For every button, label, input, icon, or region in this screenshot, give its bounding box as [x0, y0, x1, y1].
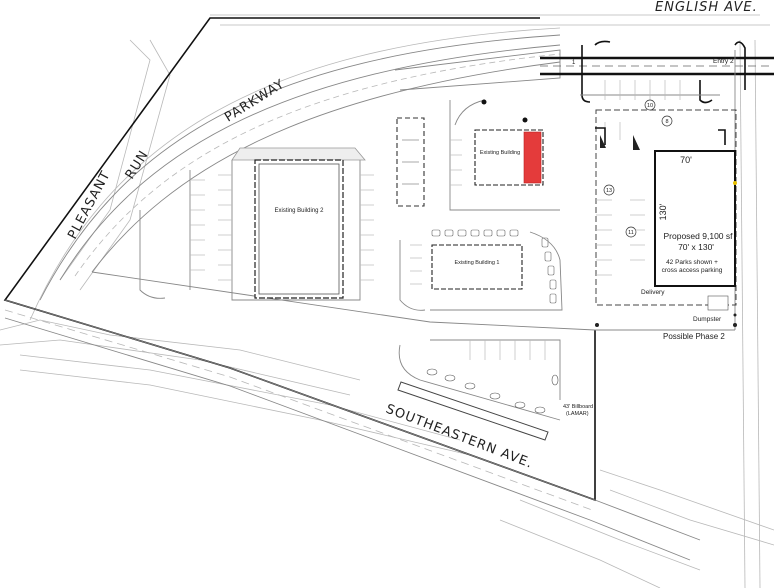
- existing-building-top-label: Existing Building: [480, 150, 520, 156]
- existing-building-1-label: Existing Building 1: [455, 260, 500, 266]
- entry-1-label: 1: [572, 60, 576, 66]
- entry-2-label: Entry 2: [713, 58, 734, 65]
- parking-left-lot: [139, 147, 374, 301]
- run-label: RUN: [123, 148, 152, 182]
- count-11: 11: [628, 230, 634, 236]
- english-ave-label: ENGLISH AVE.: [655, 0, 758, 15]
- existing-building-2: Existing Building 2: [254, 159, 344, 299]
- existing-building-top: Existing Building: [449, 99, 560, 211]
- parking-spots-top-row: [431, 229, 519, 237]
- proposed-width-label: 70': [680, 155, 692, 165]
- proposed-lot: 70' 130' Proposed 9,100 sf 70' x 130' 42…: [595, 80, 737, 327]
- proposed-size-label: 70' x 130': [678, 242, 714, 252]
- background-context-lines: [0, 14, 774, 588]
- billboard-lot: 43' Billboard (LAMAR): [397, 339, 593, 441]
- parking-note-line-2: cross access parking: [662, 267, 723, 274]
- southeastern-ave-road: [4, 299, 701, 561]
- existing-building-2-label: Existing Building 2: [274, 208, 324, 214]
- parking-note-line-1: 42 Parks shown +: [666, 259, 718, 266]
- count-10: 10: [647, 103, 653, 109]
- pleasant-run-parkway-road: [29, 27, 561, 321]
- pleasant-label: PLEASANT: [65, 168, 114, 241]
- proposed-depth-label: 130': [658, 203, 668, 220]
- billboard-label-1: 43' Billboard: [563, 404, 593, 410]
- delivery-label: Delivery: [641, 289, 665, 296]
- english-ave-road: [540, 40, 774, 104]
- existing-building-1: Existing Building 1: [399, 229, 563, 311]
- proposed-building: [654, 150, 736, 287]
- possible-phase-2-label: Possible Phase 2: [663, 332, 725, 341]
- dumpster-label: Dumpster: [693, 316, 722, 323]
- highlighted-space: [523, 131, 542, 184]
- billboard-label-2: (LAMAR): [566, 411, 589, 417]
- proposed-title-label: Proposed 9,100 sf: [664, 231, 734, 241]
- count-13: 13: [606, 188, 612, 194]
- canopy-structure: [396, 117, 425, 207]
- parking-count-markers: 10 8 13 11: [603, 99, 673, 238]
- count-8: 8: [665, 119, 668, 125]
- billboard-lot-cars: [426, 368, 559, 414]
